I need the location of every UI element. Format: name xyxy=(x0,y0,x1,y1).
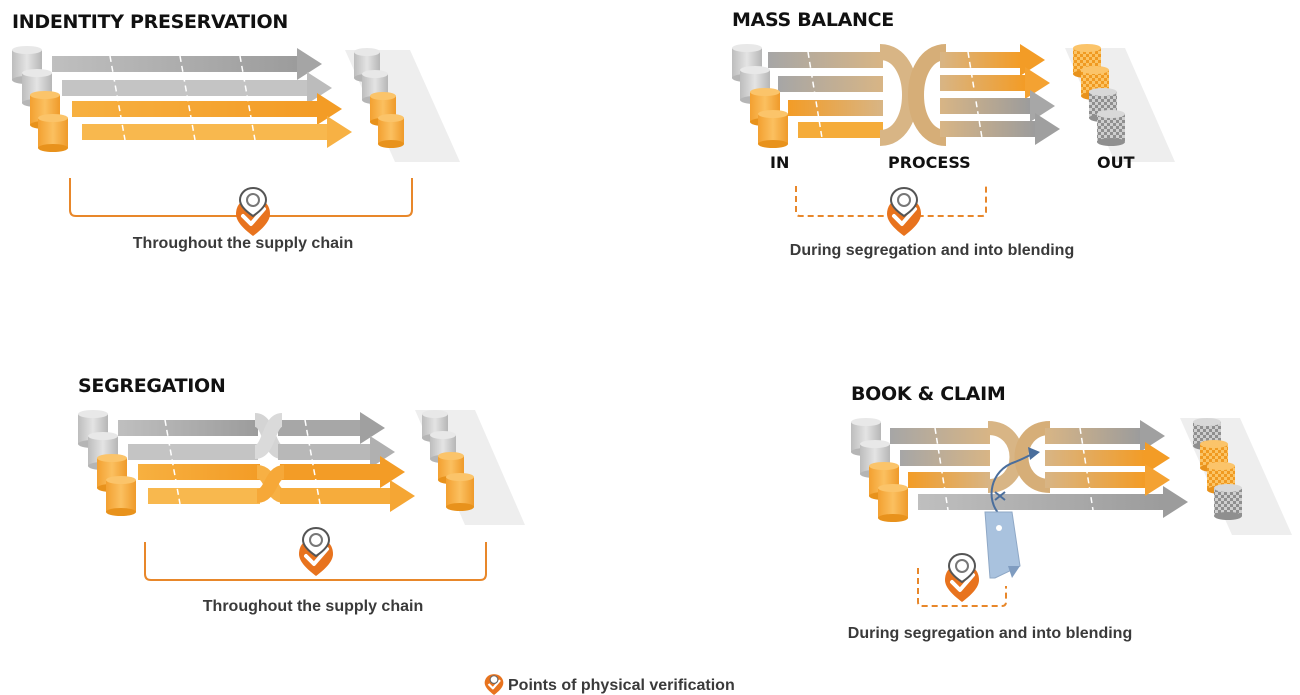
flow-arrow-orange xyxy=(72,93,342,125)
panel-caption: During segregation and into blending xyxy=(848,625,1132,642)
verification-pin-icon xyxy=(885,186,923,238)
cylinder-orange xyxy=(878,484,908,522)
cylinder-orange xyxy=(106,476,136,516)
cylinder-orange xyxy=(758,110,788,148)
flow-arrow-grey xyxy=(128,413,395,468)
legend-label: Points of physical verification xyxy=(508,677,735,694)
legend: Points of physical verification xyxy=(484,674,735,695)
destination-cylinders xyxy=(1073,44,1125,146)
verification-pin-icon xyxy=(943,552,981,604)
flow-dashes xyxy=(109,55,256,141)
mixing-loop xyxy=(987,421,1051,493)
panel-title: MASS BALANCE xyxy=(732,9,894,31)
source-cylinders xyxy=(78,410,136,516)
scope-bracket xyxy=(144,542,487,581)
panel-segregation: SEGREGATION xyxy=(78,375,525,615)
flow-arrow-grey xyxy=(52,48,322,80)
panel-title: BOOK & CLAIM xyxy=(851,383,1005,405)
flow-dashes xyxy=(164,419,321,505)
certificate-tag-icon xyxy=(984,447,1040,579)
verification-pin-icon xyxy=(297,526,335,578)
flow-arrow-grey xyxy=(900,450,990,466)
cylinder-orange xyxy=(378,114,404,148)
flow-arrow-orange xyxy=(1045,442,1170,474)
verification-pin-icon xyxy=(484,674,504,695)
flow-arrow-grey xyxy=(62,72,332,104)
flow-arrow-orange xyxy=(908,472,990,488)
flow-arrow-orange xyxy=(82,116,352,148)
stage-label-process: PROCESS xyxy=(888,153,971,172)
flow-arrow-orange xyxy=(788,100,883,116)
panel-identity-preservation: INDENTITY PRESERVATION xyxy=(12,11,460,252)
stage-label-in: IN xyxy=(770,153,789,172)
flow-arrow-grey xyxy=(890,428,990,444)
flow-dashes xyxy=(934,427,1094,511)
panel-title: INDENTITY PRESERVATION xyxy=(12,11,288,33)
cylinder-mixed-grey xyxy=(1214,484,1242,520)
cylinder-mixed-grey xyxy=(1097,110,1125,146)
flow-arrow-grey xyxy=(918,486,1188,518)
mixing-loop xyxy=(878,44,948,146)
destination-cylinders xyxy=(1193,418,1242,520)
destination-cylinders xyxy=(354,48,404,148)
panel-caption: Throughout the supply chain xyxy=(133,235,353,252)
source-cylinders xyxy=(12,46,68,152)
panel-mass-balance: MASS BALANCE xyxy=(732,9,1175,259)
panel-caption: During segregation and into blending xyxy=(790,242,1074,259)
flow-arrow-orange xyxy=(798,122,883,138)
flow-arrow-orange xyxy=(148,465,415,512)
panel-caption: Throughout the supply chain xyxy=(203,598,423,615)
verification-pin-icon xyxy=(234,186,272,238)
source-cylinders xyxy=(732,44,788,148)
flow-arrow-grey xyxy=(940,113,1060,145)
flow-arrow-grey xyxy=(778,76,883,92)
scope-bracket xyxy=(917,568,1007,607)
destination-cylinders xyxy=(422,410,474,511)
flow-arrow-orange xyxy=(1045,464,1170,496)
stage-label-out: OUT xyxy=(1097,153,1135,172)
flow-arrow-grey xyxy=(768,52,883,68)
cylinder-orange xyxy=(38,114,68,152)
flow-dashes xyxy=(807,51,983,139)
panel-title: SEGREGATION xyxy=(78,375,225,397)
panel-book-and-claim: BOOK & CLAIM xyxy=(848,383,1292,642)
cylinder-orange xyxy=(446,473,474,511)
source-cylinders xyxy=(851,418,908,522)
